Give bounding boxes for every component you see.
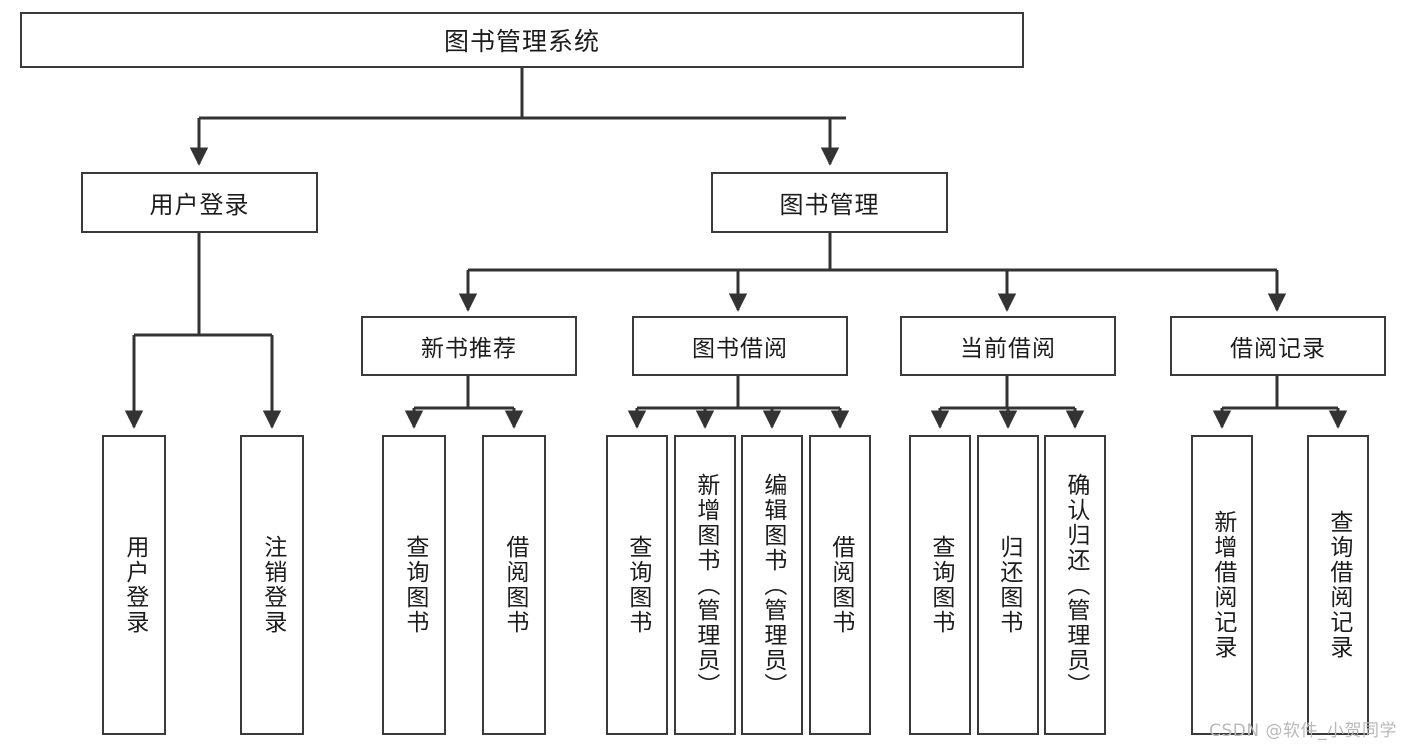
- node-leaf-borrow-book-1-label: 借阅图书: [501, 535, 528, 635]
- node-current-borrow[interactable]: 当前借阅: [900, 316, 1116, 376]
- node-leaf-query-book-2[interactable]: 查询图书: [606, 435, 668, 735]
- node-leaf-user-login[interactable]: 用户登录: [102, 435, 166, 735]
- node-new-book-recommend-label: 新书推荐: [421, 336, 517, 362]
- node-borrow-record[interactable]: 借阅记录: [1170, 316, 1386, 376]
- node-leaf-add-book[interactable]: 新增图书（管理员）: [674, 435, 736, 735]
- node-leaf-borrow-book-2-label: 借阅图书: [827, 535, 854, 635]
- node-book-manage[interactable]: 图书管理: [711, 172, 948, 233]
- node-new-book-recommend[interactable]: 新书推荐: [361, 316, 577, 376]
- node-leaf-add-book-label: 新增图书（管理员）: [692, 472, 719, 698]
- node-leaf-confirm-return[interactable]: 确认归还（管理员）: [1044, 435, 1106, 735]
- node-user-login-label: 用户登录: [149, 191, 250, 219]
- node-leaf-query-book-3-label: 查询图书: [927, 535, 954, 635]
- node-leaf-add-record-label: 新增借阅记录: [1209, 510, 1236, 660]
- node-borrow-record-label: 借阅记录: [1230, 336, 1326, 362]
- node-leaf-edit-book-label: 编辑图书（管理员）: [759, 472, 786, 698]
- node-leaf-query-book-1[interactable]: 查询图书: [382, 435, 446, 735]
- node-root[interactable]: 图书管理系统: [20, 12, 1024, 68]
- node-book-borrow[interactable]: 图书借阅: [632, 316, 848, 376]
- node-leaf-user-login-label: 用户登录: [121, 535, 148, 635]
- node-leaf-query-record-label: 查询借阅记录: [1325, 510, 1352, 660]
- node-leaf-confirm-return-label: 确认归还（管理员）: [1062, 472, 1089, 698]
- node-root-label: 图书管理系统: [443, 27, 600, 56]
- node-leaf-query-book-1-label: 查询图书: [401, 535, 428, 635]
- node-leaf-return-book-label: 归还图书: [995, 535, 1022, 635]
- node-leaf-query-book-3[interactable]: 查询图书: [909, 435, 971, 735]
- node-user-login[interactable]: 用户登录: [81, 172, 318, 233]
- node-book-borrow-label: 图书借阅: [692, 336, 788, 362]
- csdn-watermark: CSDN @软件_小贺同学: [1209, 721, 1397, 741]
- node-leaf-add-record[interactable]: 新增借阅记录: [1191, 435, 1253, 735]
- node-leaf-borrow-book-1[interactable]: 借阅图书: [482, 435, 546, 735]
- node-book-manage-label: 图书管理: [779, 191, 880, 219]
- node-leaf-query-book-2-label: 查询图书: [624, 535, 651, 635]
- node-leaf-logout-label: 注销登录: [259, 535, 286, 635]
- node-current-borrow-label: 当前借阅: [960, 336, 1056, 362]
- node-leaf-logout[interactable]: 注销登录: [240, 435, 304, 735]
- node-leaf-return-book[interactable]: 归还图书: [977, 435, 1039, 735]
- node-leaf-edit-book[interactable]: 编辑图书（管理员）: [741, 435, 803, 735]
- node-leaf-query-record[interactable]: 查询借阅记录: [1307, 435, 1369, 735]
- node-leaf-borrow-book-2[interactable]: 借阅图书: [809, 435, 871, 735]
